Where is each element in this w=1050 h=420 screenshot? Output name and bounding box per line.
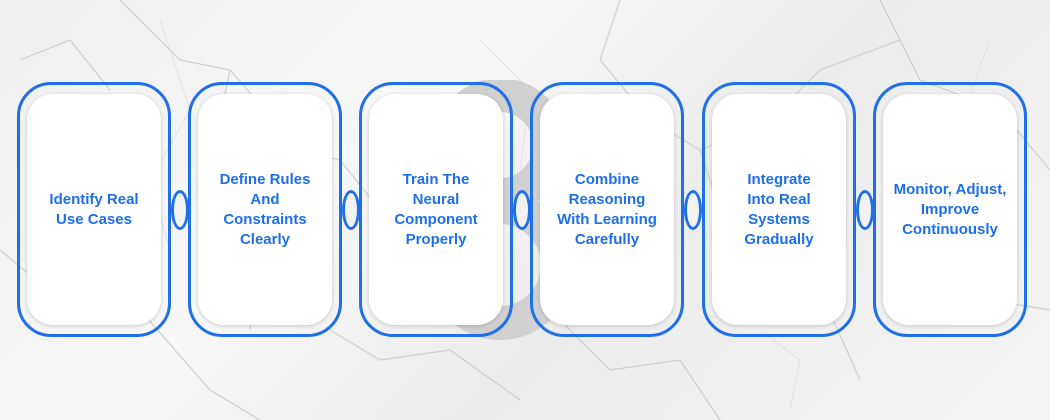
connector-2-3 (342, 190, 360, 230)
step-3: Train The Neural Component Properly (359, 82, 513, 337)
step-card: Combine Reasoning With Learning Carefull… (540, 94, 674, 325)
step-5: Integrate Into Real Systems Gradually (702, 82, 856, 337)
step-label: Train The Neural Component Properly (394, 170, 478, 248)
step-1: Identify Real Use Cases (17, 82, 171, 337)
step-card: Monitor, Adjust, Improve Continuously (883, 94, 1017, 325)
step-label: Define Rules And Constraints Clearly (219, 170, 311, 248)
connector-3-4 (513, 190, 531, 230)
step-label: Combine Reasoning With Learning Carefull… (557, 170, 657, 248)
step-2: Define Rules And Constraints Clearly (188, 82, 342, 337)
step-4: Combine Reasoning With Learning Carefull… (530, 82, 684, 337)
connector-4-5 (684, 190, 702, 230)
connector-1-2 (171, 190, 189, 230)
step-6: Monitor, Adjust, Improve Continuously (873, 82, 1027, 337)
step-card: Train The Neural Component Properly (369, 94, 503, 325)
step-card: Define Rules And Constraints Clearly (198, 94, 332, 325)
step-label: Identify Real Use Cases (49, 190, 139, 228)
step-label: Monitor, Adjust, Improve Continuously (893, 180, 1007, 238)
step-label: Integrate Into Real Systems Gradually (744, 170, 814, 248)
step-card: Identify Real Use Cases (27, 94, 161, 325)
connector-5-6 (856, 190, 874, 230)
step-card: Integrate Into Real Systems Gradually (712, 94, 846, 325)
